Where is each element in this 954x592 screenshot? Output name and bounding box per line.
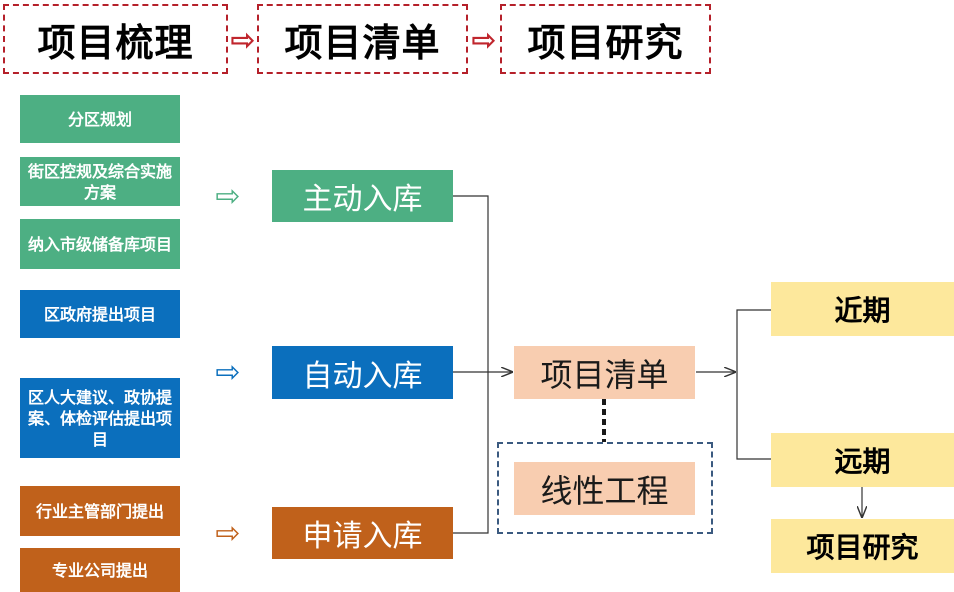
channel-label: 申请入库 <box>302 519 423 554</box>
source-green-3: 纳入市级储备库项目 <box>20 219 180 269</box>
project-research-box: 项目研究 <box>771 519 954 573</box>
source-green-1: 分区规划 <box>20 95 180 143</box>
channel-apply: 申请入库 <box>272 507 453 559</box>
source-blue-2: 区人大建议、政协提案、体检评估提出项目 <box>20 378 180 458</box>
channel-bracket-line <box>453 195 489 534</box>
channel-label: 自动入库 <box>302 358 423 394</box>
step-2-box: 项目清单 <box>257 4 468 74</box>
source-label: 专业公司提出 <box>51 560 148 580</box>
hollow-right-arrow-icon: ⇨ <box>215 354 241 390</box>
project-research-label: 项目研究 <box>806 531 919 564</box>
step-2-label: 项目清单 <box>284 20 441 65</box>
long-term-box: 远期 <box>771 433 954 487</box>
near-term-label: 近期 <box>834 294 891 327</box>
hollow-right-arrow-icon: ⇨ <box>230 22 256 58</box>
hollow-right-arrow-icon: ⇨ <box>215 515 241 551</box>
linear-dashed-frame <box>497 442 713 534</box>
step-3-label: 项目研究 <box>527 20 684 65</box>
near-term-box: 近期 <box>771 282 954 336</box>
source-orange-1: 行业主管部门提出 <box>20 486 180 536</box>
project-list-label: 项目清单 <box>540 355 669 394</box>
source-label: 分区规划 <box>67 109 132 129</box>
channel-active: 主动入库 <box>272 170 453 222</box>
source-label: 行业主管部门提出 <box>35 501 164 521</box>
step-1-label: 项目梳理 <box>37 20 194 65</box>
channel-auto: 自动入库 <box>272 346 453 399</box>
project-list-box: 项目清单 <box>514 346 695 399</box>
step-3-box: 项目研究 <box>500 4 711 74</box>
linear-project-label: 线性工程 <box>540 471 669 510</box>
step-1-box: 项目梳理 <box>3 4 228 74</box>
hollow-right-arrow-icon: ⇨ <box>215 178 241 214</box>
hollow-right-arrow-icon: ⇨ <box>471 22 497 58</box>
output-bracket-line <box>736 309 771 460</box>
linear-project-box: 线性工程 <box>514 462 695 515</box>
source-label: 区政府提出项目 <box>43 304 156 324</box>
source-orange-2: 专业公司提出 <box>20 548 180 592</box>
source-label: 街区控规及综合实施方案 <box>27 161 172 202</box>
source-blue-1: 区政府提出项目 <box>20 290 180 338</box>
channel-label: 主动入库 <box>302 182 423 217</box>
source-green-2: 街区控规及综合实施方案 <box>20 157 180 206</box>
long-term-label: 远期 <box>834 445 891 478</box>
source-label: 纳入市级储备库项目 <box>27 234 172 254</box>
source-label: 区人大建议、政协提案、体检评估提出项目 <box>27 387 172 449</box>
